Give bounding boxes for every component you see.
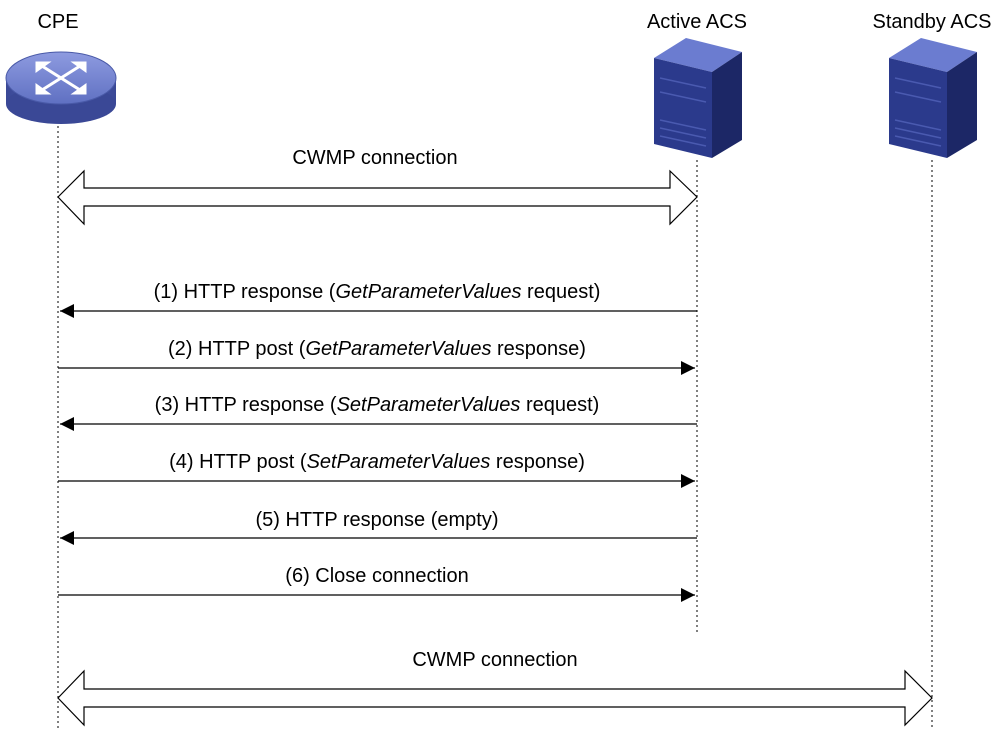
cpe-label: CPE: [37, 11, 78, 33]
message-2: (2) HTTP post (GetParameterValues respon…: [58, 338, 695, 375]
connection-label: CWMP connection: [292, 147, 457, 169]
router-icon: [5, 51, 117, 124]
connection-double-arrow: [57, 669, 933, 727]
message-label: (4) HTTP post (SetParameterValues respon…: [169, 451, 585, 473]
message-label: (3) HTTP response (SetParameterValues re…: [155, 394, 600, 416]
connection-label: CWMP connection: [412, 649, 577, 671]
message-label: (5) HTTP response (empty): [255, 509, 498, 531]
message-3: (3) HTTP response (SetParameterValues re…: [60, 394, 697, 431]
message-1: (1) HTTP response (GetParameterValues re…: [60, 281, 697, 318]
message-5: (5) HTTP response (empty): [60, 509, 697, 545]
message-label: (1) HTTP response (GetParameterValues re…: [154, 281, 601, 303]
message-6: (6) Close connection: [58, 565, 695, 602]
connection-double-arrow: [57, 169, 698, 226]
server-icon: [654, 38, 742, 158]
server-icon: [889, 38, 977, 158]
message-label: (6) Close connection: [285, 565, 468, 587]
active-acs-label: Active ACS: [647, 11, 747, 33]
message-label: (2) HTTP post (GetParameterValues respon…: [168, 338, 586, 360]
message-4: (4) HTTP post (SetParameterValues respon…: [58, 451, 695, 488]
standby-acs-label: Standby ACS: [873, 11, 992, 33]
